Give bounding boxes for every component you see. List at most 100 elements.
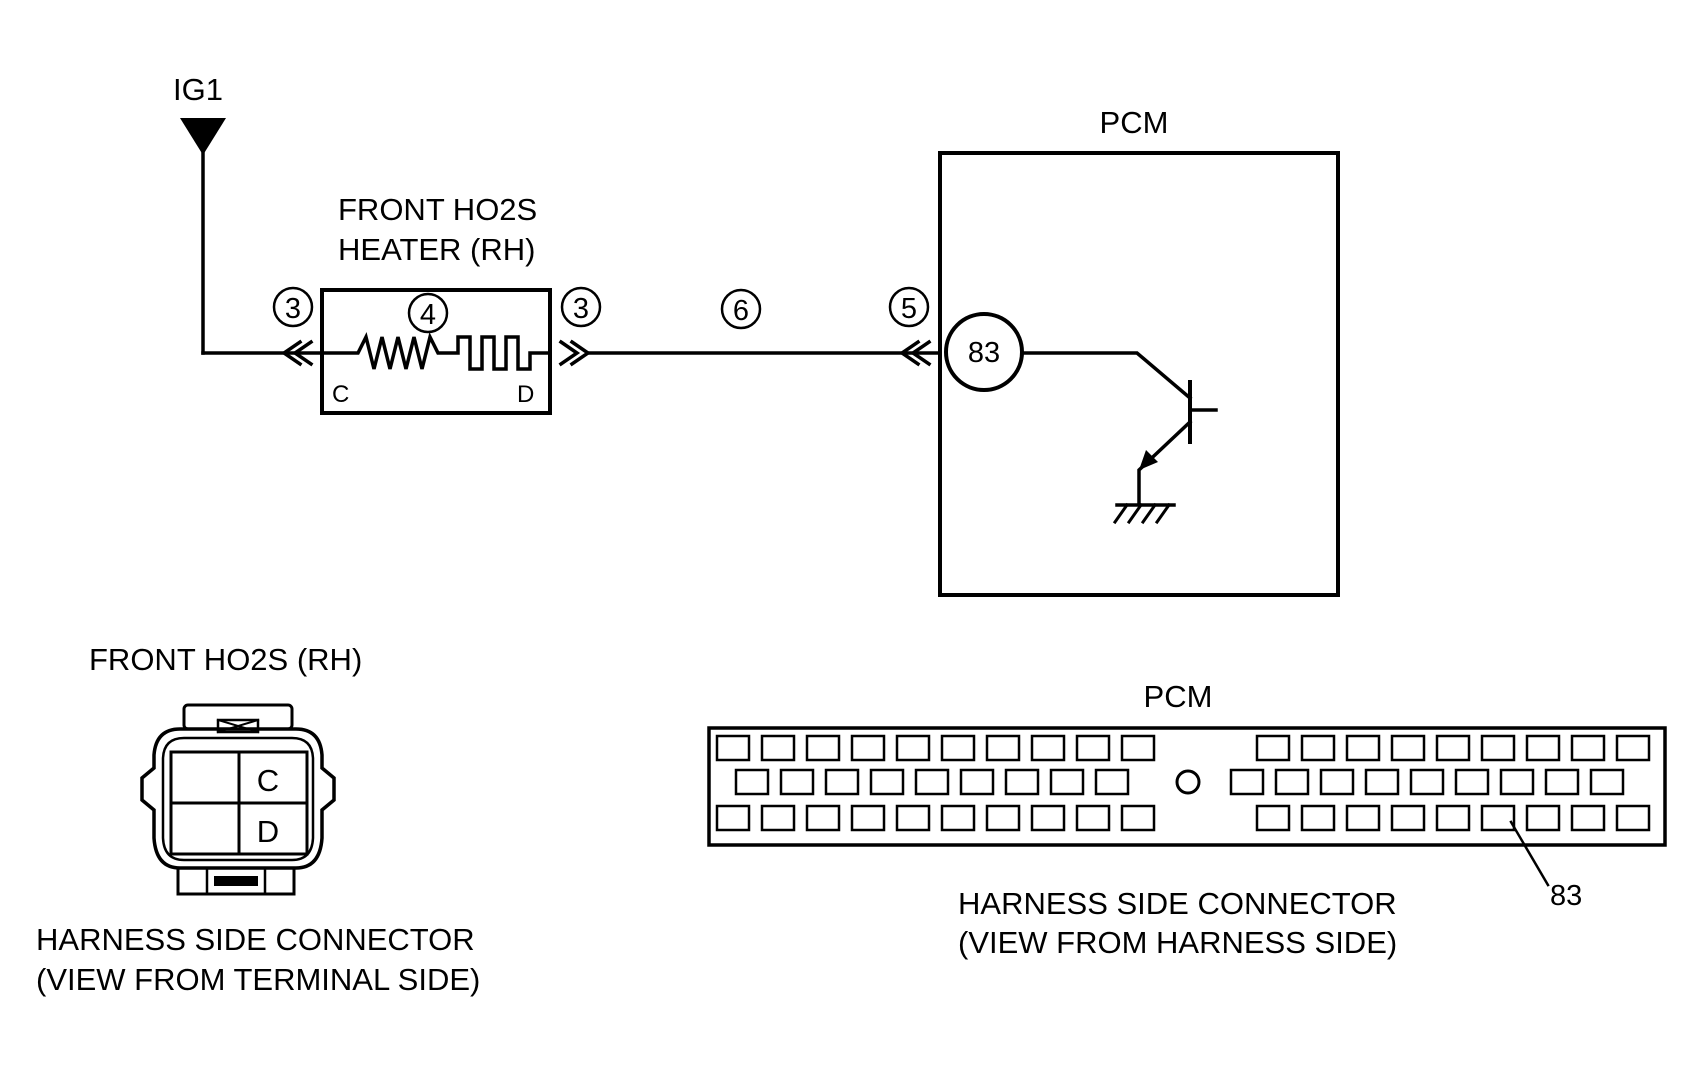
pin-cavity — [1390, 734, 1426, 762]
pin-cavity — [1319, 768, 1355, 796]
pin-cavity — [914, 768, 950, 796]
pcm-connector-pin-grid — [715, 734, 1651, 832]
pin-cavity — [1075, 734, 1111, 762]
front-ho2s-heater: FRONT HO2S HEATER (RH) C D — [280, 192, 592, 415]
pcm-connector-title: PCM — [1144, 679, 1213, 714]
terminal-d-label: D — [517, 381, 534, 408]
ig1-power-source: IG1 — [173, 72, 322, 355]
pin-cavity — [959, 768, 995, 796]
pin-cavity — [1075, 804, 1111, 832]
pin-cavity — [1570, 804, 1606, 832]
pcm-module: PCM 83 — [898, 105, 1340, 597]
pin-cavity — [1480, 804, 1516, 832]
pin-cavity — [985, 804, 1021, 832]
pin-cavity — [895, 804, 931, 832]
pcm-box — [938, 151, 1340, 597]
pin-cavity — [1120, 734, 1156, 762]
pin-cavity — [805, 734, 841, 762]
pin-cavity — [1499, 768, 1535, 796]
pin-cavity — [824, 768, 860, 796]
ho2s-connector-title: FRONT HO2S (RH) — [89, 642, 362, 677]
callout-wire-number: 6 — [733, 295, 749, 327]
pin-cavity — [734, 768, 770, 796]
pin-cavity — [1525, 734, 1561, 762]
callout-wire: 6 — [720, 288, 762, 330]
pin-cavity — [1255, 734, 1291, 762]
pin-cavity — [1030, 734, 1066, 762]
pin-cavity — [1030, 804, 1066, 832]
ho2s-connector-caption-line1: HARNESS SIDE CONNECTOR — [36, 922, 475, 957]
callout-left-connector: 3 — [272, 286, 314, 328]
callout-heater-element: 4 — [407, 292, 449, 334]
pin-cavity — [1390, 804, 1426, 832]
ground-icon — [1112, 502, 1176, 525]
right-connector-chevron-icon — [558, 339, 592, 367]
pin-cavity — [850, 804, 886, 832]
pcm-connector-key-hole — [1175, 769, 1201, 795]
pin-cavity — [985, 734, 1021, 762]
ho2s-connector-view: FRONT HO2S (RH) C D HARNESS SIDE CONNECT… — [36, 642, 480, 997]
pin-cavity — [1255, 804, 1291, 832]
pin-cavity — [940, 734, 976, 762]
pin-cavity — [805, 804, 841, 832]
callout-left-connector-number: 3 — [285, 293, 301, 325]
pcm-connector-chevron-icon — [898, 339, 932, 367]
pcm-connector-caption-line1: HARNESS SIDE CONNECTOR — [958, 886, 1397, 921]
connector-body — [140, 727, 336, 870]
pin-cavity — [940, 804, 976, 832]
pin-cavity — [1525, 804, 1561, 832]
pin-83-pointer — [1509, 820, 1550, 887]
pin-cavity — [760, 804, 796, 832]
pin-cavity — [850, 734, 886, 762]
connector-bottom-tab — [176, 866, 296, 896]
pin-cavity — [1049, 768, 1085, 796]
pcm-connector-view: PCM 83 HARNESS SIDE CONNECTOR (VIEW FROM… — [707, 679, 1667, 960]
pcm-terminal-number: 83 — [968, 337, 1000, 369]
pin-cavity — [1409, 768, 1445, 796]
pin-cavity — [1300, 804, 1336, 832]
cavity-c-label: C — [257, 763, 279, 798]
pin-cavity — [760, 734, 796, 762]
pin-cavity — [1615, 804, 1651, 832]
pin-cavity — [1345, 734, 1381, 762]
pin-cavity — [1435, 804, 1471, 832]
pin-cavity — [1274, 768, 1310, 796]
power-triangle-icon — [180, 118, 226, 155]
heater-title-line2: HEATER (RH) — [338, 232, 535, 267]
pin-cavity — [779, 768, 815, 796]
pin-83-pointer-label: 83 — [1550, 880, 1582, 912]
terminal-c-label: C — [332, 381, 349, 408]
transistor-icon — [1020, 351, 1218, 505]
pin-cavity — [1589, 768, 1625, 796]
heater-element-icon — [320, 331, 552, 371]
callout-pcm-connector-number: 5 — [901, 293, 917, 325]
pin-cavity — [1454, 768, 1490, 796]
pin-cavity — [1544, 768, 1580, 796]
pcm-connector-body — [707, 726, 1667, 847]
ho2s-connector-caption-line2: (VIEW FROM TERMINAL SIDE) — [36, 962, 480, 997]
connector-inner-wall — [161, 736, 315, 862]
pcm-connector-caption-line2: (VIEW FROM HARNESS SIDE) — [958, 925, 1397, 960]
ig1-label: IG1 — [173, 72, 223, 107]
pin-cavity — [715, 804, 751, 832]
pin-cavity — [1120, 804, 1156, 832]
pin-cavity — [869, 768, 905, 796]
left-connector-chevron-icon — [280, 339, 314, 367]
pin-cavity — [1300, 734, 1336, 762]
pin-cavity — [1345, 804, 1381, 832]
pin-cavity — [1480, 734, 1516, 762]
pin-cavity — [1004, 768, 1040, 796]
pin-cavity — [1570, 734, 1606, 762]
cavity-d-label: D — [257, 814, 279, 849]
pin-cavity — [715, 734, 751, 762]
pin-cavity — [1364, 768, 1400, 796]
pin-cavity — [1435, 734, 1471, 762]
heater-title-line1: FRONT HO2S — [338, 192, 537, 227]
pin-cavity — [1094, 768, 1130, 796]
pin-cavity — [1229, 768, 1265, 796]
callout-heater-element-number: 4 — [420, 299, 436, 331]
callout-right-connector-number: 3 — [573, 293, 589, 325]
callout-pcm-connector: 5 — [888, 286, 930, 328]
